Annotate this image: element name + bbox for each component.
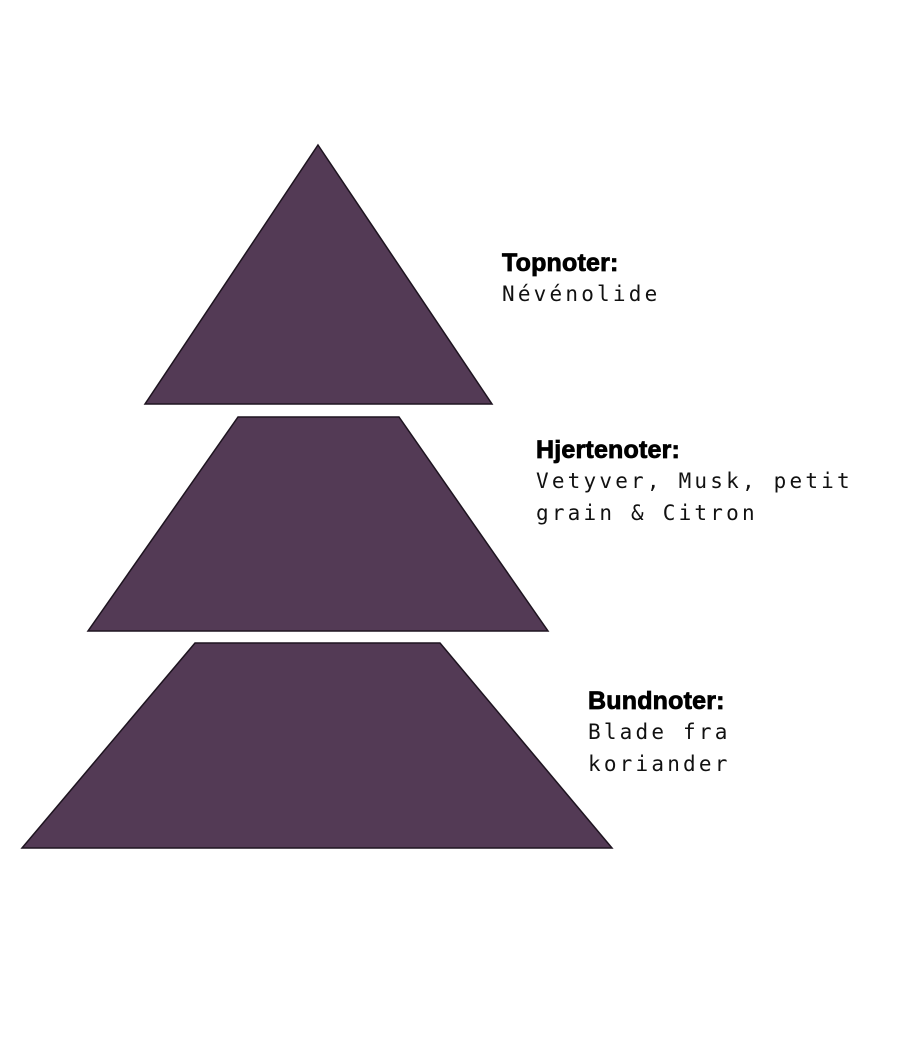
heart-notes-trapezoid <box>86 416 550 632</box>
base-notes-trapezoid <box>20 642 614 849</box>
base-notes-title: Bundnoter: <box>588 687 725 716</box>
top-notes-title: Topnoter: <box>502 249 619 278</box>
heart-notes-line: Vetyver, Musk, petit <box>536 469 853 493</box>
top-notes-line: Névénolide <box>502 282 661 306</box>
top-notes-triangle <box>143 143 494 405</box>
base-notes-line: Blade fra <box>588 720 731 744</box>
base-notes-line: koriander <box>588 752 731 776</box>
heart-notes-title: Hjertenoter: <box>536 436 681 465</box>
heart-notes-label: Hjertenoter: Vetyver, Musk, petit grain … <box>536 435 853 529</box>
base-notes-label: Bundnoter: Blade fra koriander <box>588 686 731 780</box>
heart-notes-line: grain & Citron <box>536 501 758 525</box>
top-notes-label: Topnoter: Névénolide <box>502 248 660 310</box>
